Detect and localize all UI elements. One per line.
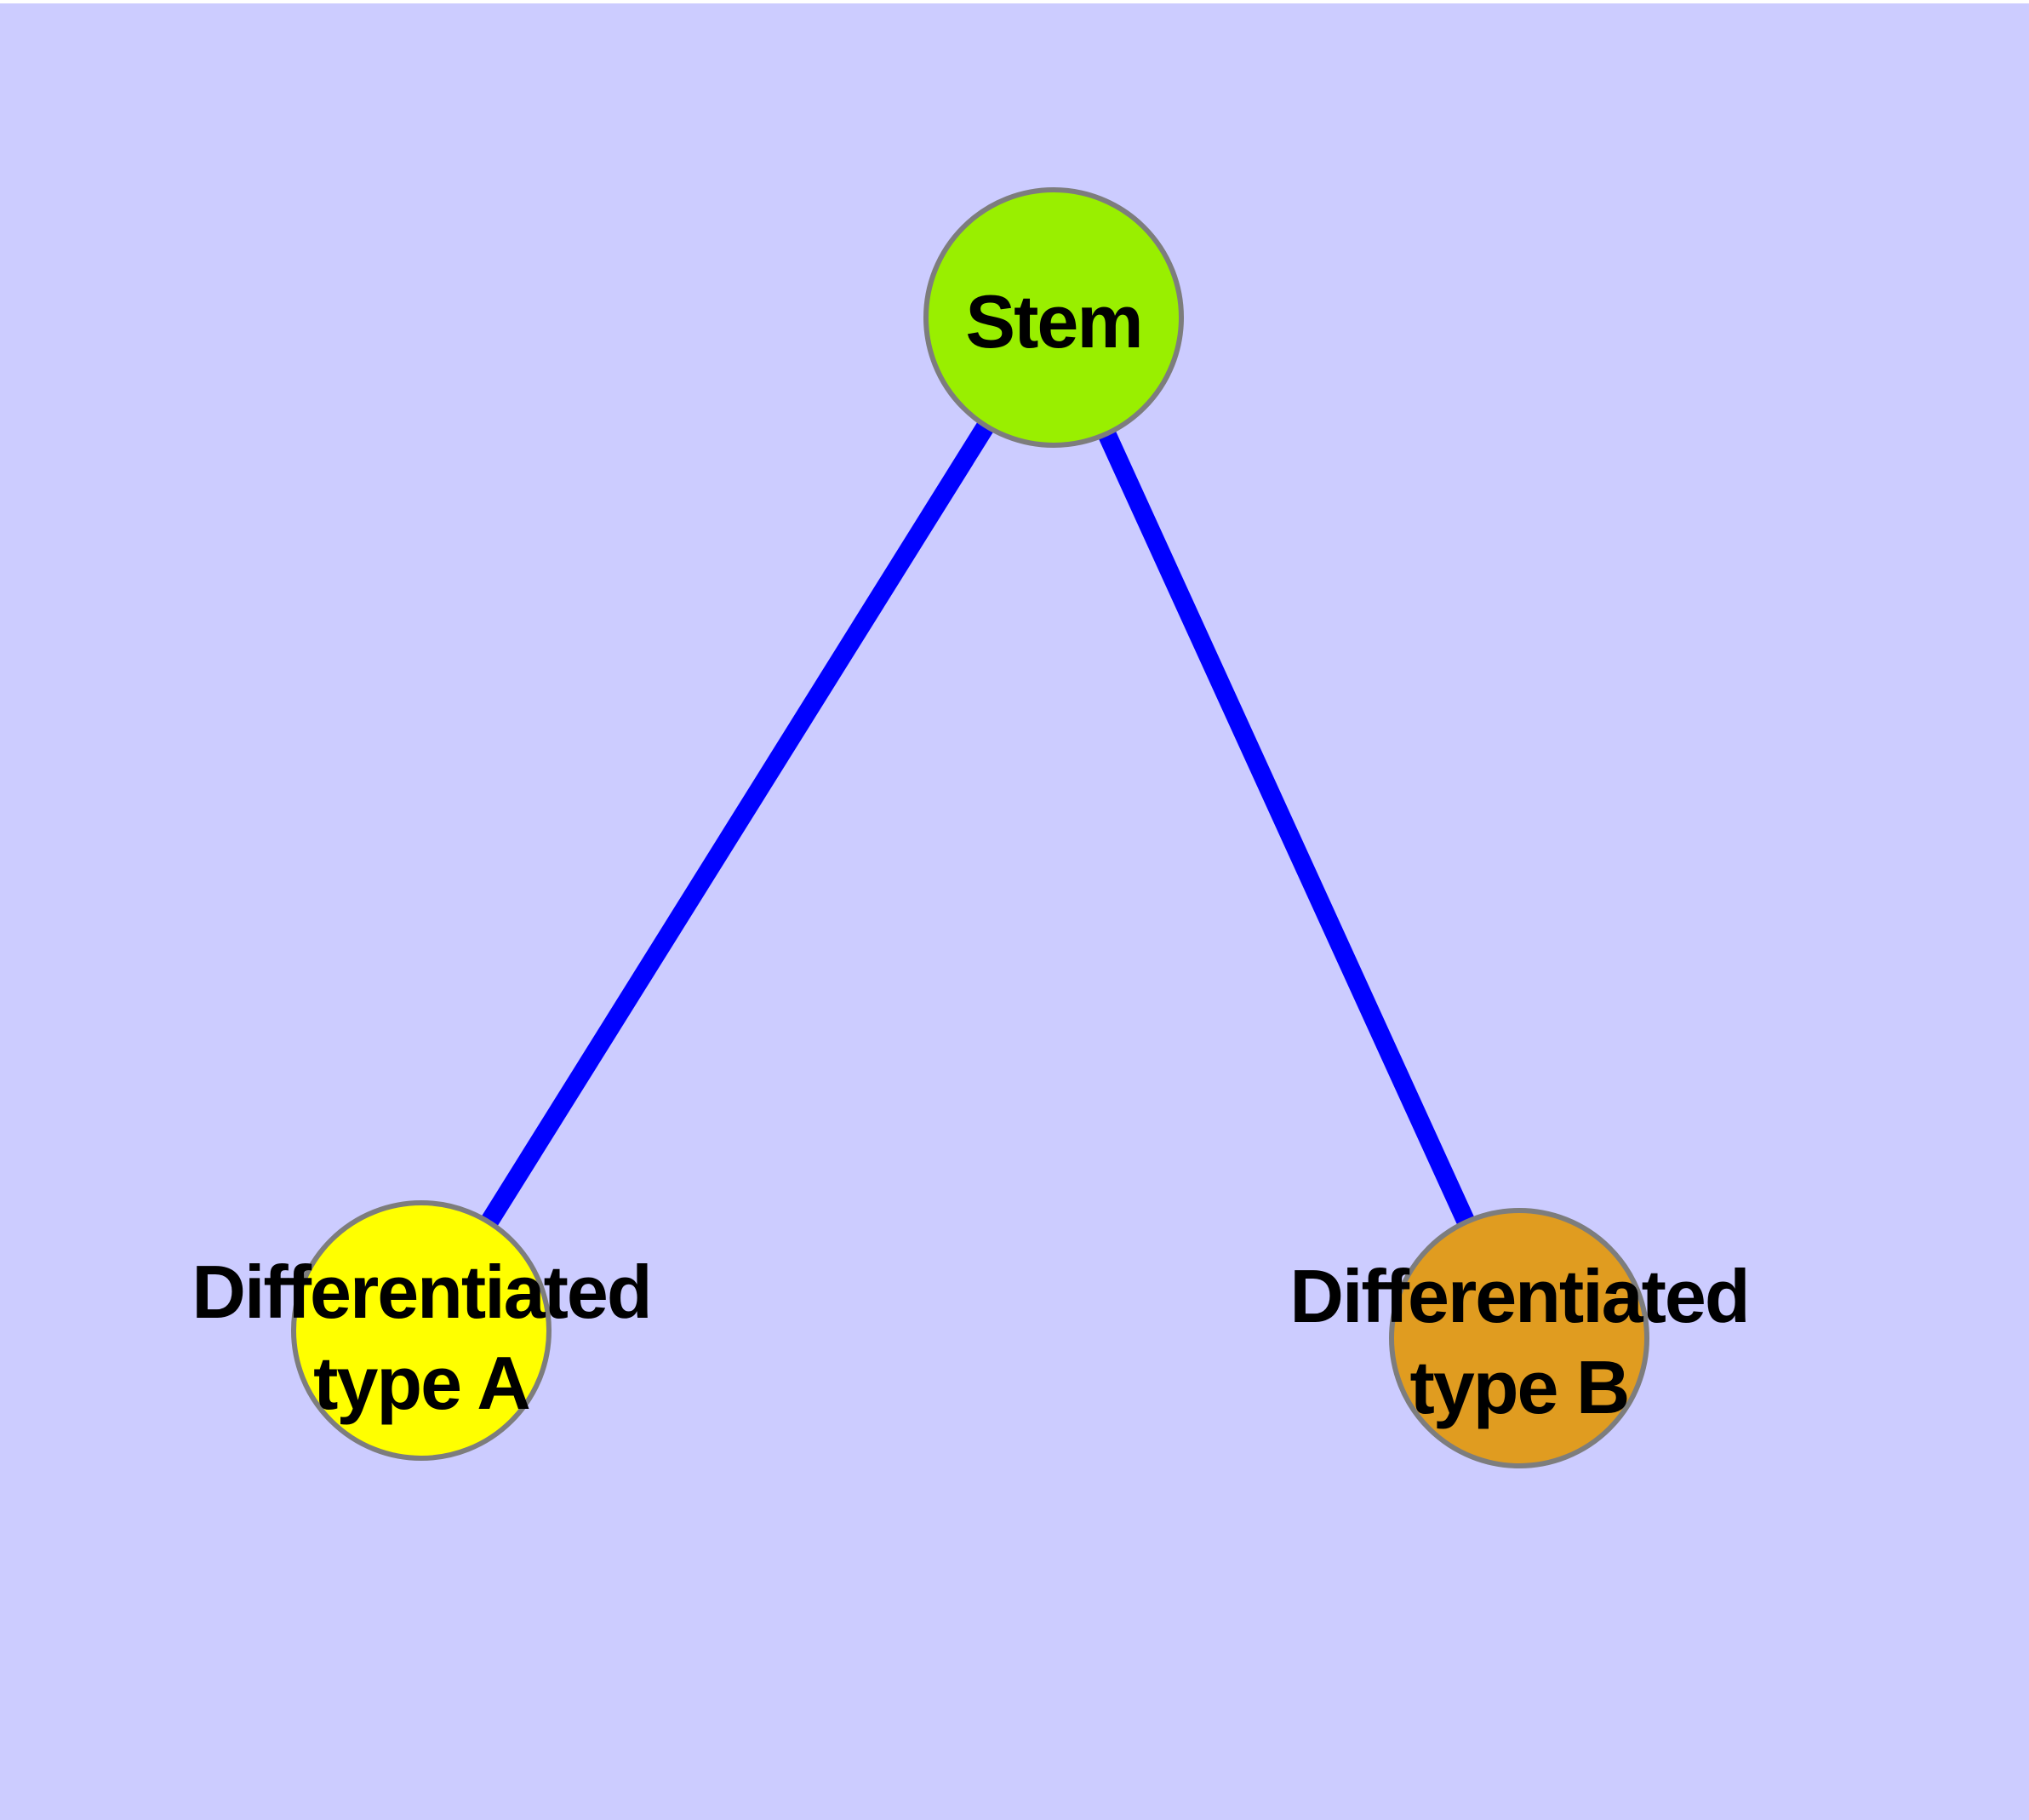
node-stem-circle (923, 187, 1184, 448)
edge-stem-to-type-b (1044, 313, 1529, 1342)
node-type-b-label-line2: type B (1410, 1345, 1629, 1429)
node-type-a-label-line1: Differentiated (191, 1250, 650, 1334)
node-type-b-circle (1389, 1208, 1649, 1468)
node-type-a-circle (291, 1200, 552, 1461)
node-type-a-label-line2: type A (313, 1341, 529, 1425)
node-type-b-label-line1: Differentiated (1289, 1254, 1748, 1338)
node-stem-label: Stem (965, 279, 1141, 363)
edge-stem-to-type-a (413, 312, 1062, 1336)
